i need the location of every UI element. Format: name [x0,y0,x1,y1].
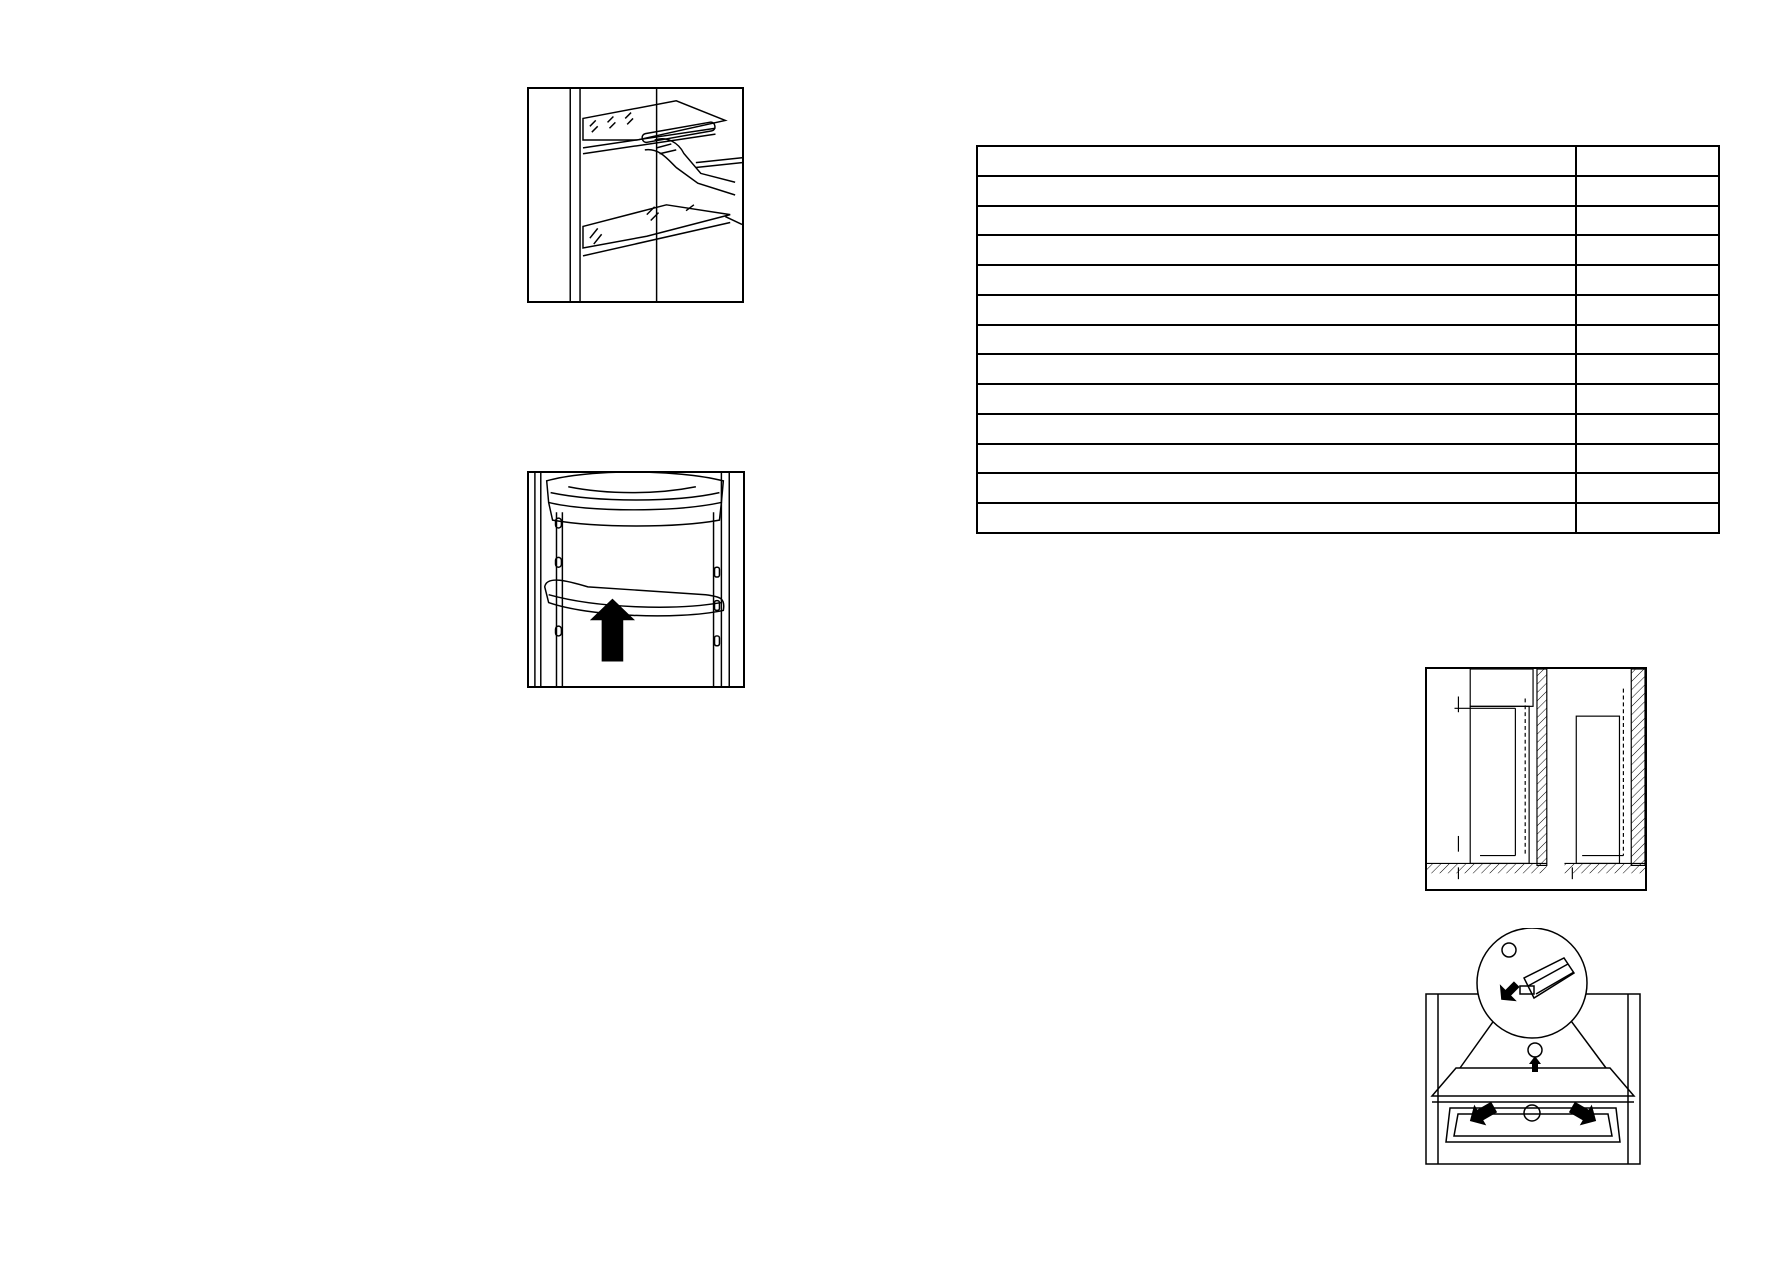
table-cell [1575,293,1720,326]
figure-ventilation-clearance [1425,667,1647,891]
table-cell [976,472,1577,505]
table-cell [1575,234,1720,267]
table-cell [976,234,1577,267]
table-row [976,174,1720,207]
table-cell [1575,502,1720,534]
door-shelf-illustration [534,473,730,686]
figure-door-shelf-adjust [527,471,745,688]
rail-clip-arrows-icon [1425,928,1641,1165]
table-cell [976,353,1577,386]
table-row [976,145,1720,177]
table-cell [976,383,1577,415]
table-cell [976,412,1577,445]
table-cell [1575,323,1720,356]
table-row [976,293,1720,326]
table-cell [976,323,1577,356]
table-cell [1575,204,1720,237]
table-row [976,472,1720,505]
table-row [976,353,1720,386]
table-cell [976,264,1577,296]
table-cell [976,204,1577,237]
table-cell [1575,353,1720,386]
up-arrow-icon [589,598,636,662]
table-cell [976,442,1577,475]
table-cell [976,174,1577,207]
table-cell [976,502,1577,534]
table-row [976,502,1720,534]
table-cell [1575,145,1720,177]
table-cell [976,145,1577,177]
table-cell [1575,174,1720,207]
table-row [976,412,1720,445]
table-row [976,264,1720,296]
table-cell [1575,383,1720,415]
table-row [976,383,1720,415]
figure-glass-shelf-removal [527,87,744,303]
table-row [976,234,1720,267]
table-row [976,442,1720,475]
table-cell [1575,412,1720,445]
figure-shelf-rail-release [1424,928,1642,1166]
table-row [976,323,1720,356]
table-cell [1575,442,1720,475]
table-row [976,204,1720,237]
table-cell [976,293,1577,326]
table-cell [1575,264,1720,296]
airflow-arrows-icon [1427,669,1645,880]
hand-pulling-shelf-icon [569,89,742,301]
table-cell [1575,472,1720,505]
data-table [976,145,1720,534]
